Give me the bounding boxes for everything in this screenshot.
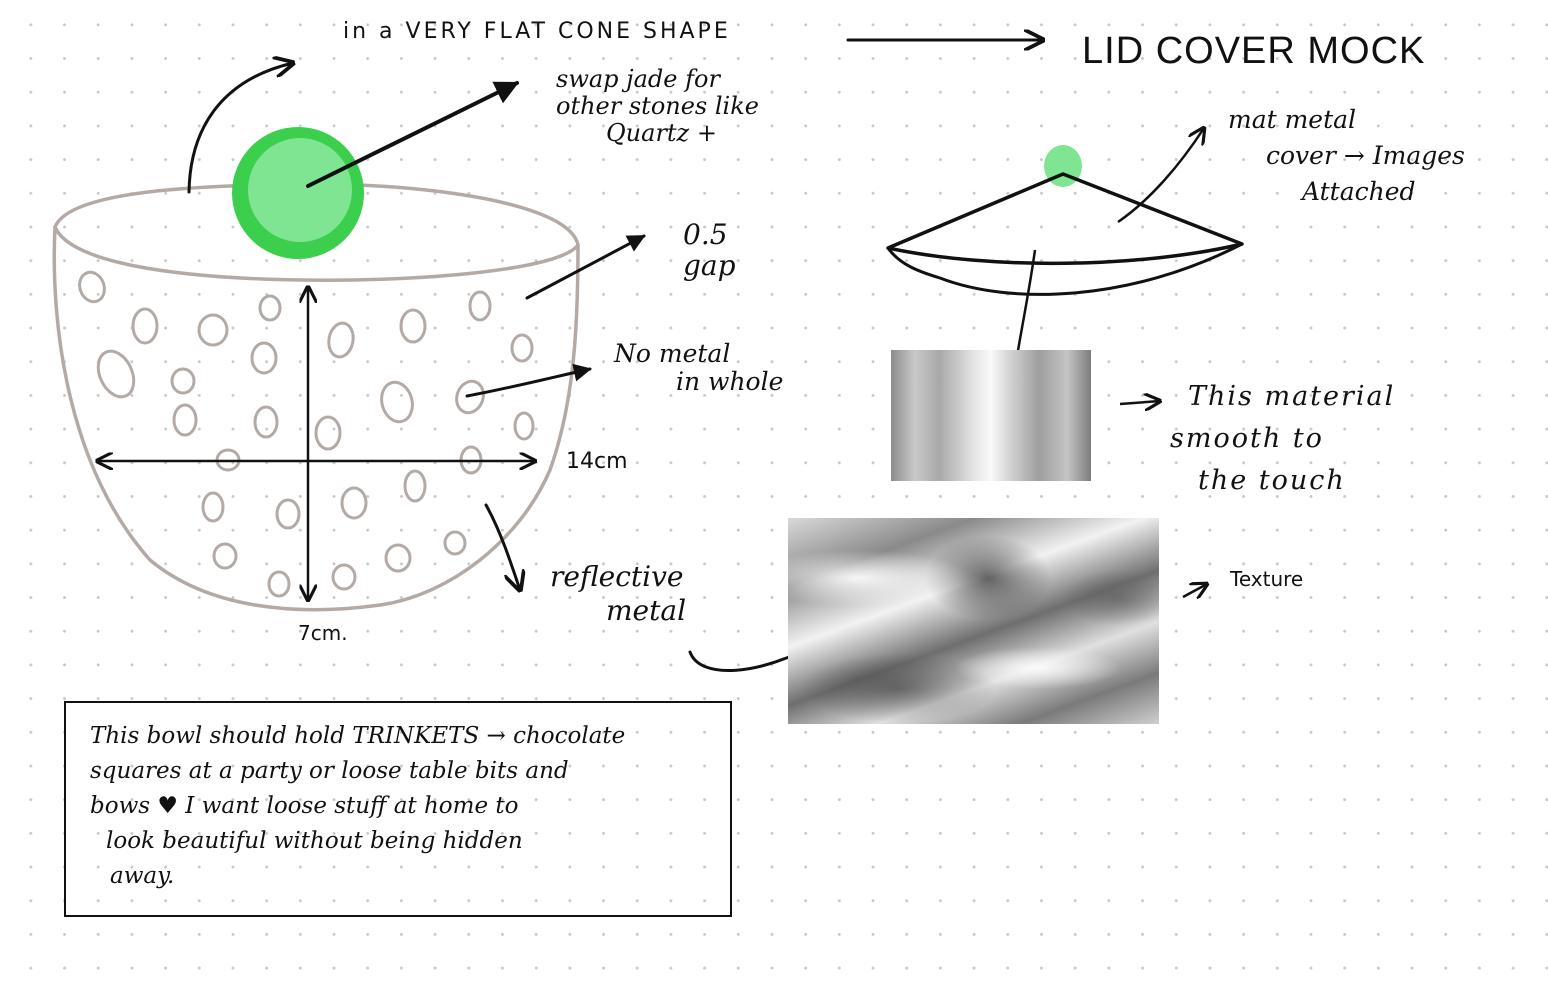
description-line: This bowl should hold TRINKETS → chocola… xyxy=(90,723,626,749)
arrow-mat-metal xyxy=(1117,128,1204,224)
note-reflective: reflective metal xyxy=(550,560,687,627)
note-no-metal: No metal in whole xyxy=(614,339,784,396)
dimension-lines xyxy=(97,287,535,600)
note-mat-metal: mat metal cover → Images Attached xyxy=(1228,105,1465,206)
arrow-material xyxy=(1119,401,1160,404)
crumpled-metal-texture-swatch xyxy=(788,518,1159,724)
arrow-gap xyxy=(525,234,646,300)
arrow-texture xyxy=(1182,584,1207,597)
arrow-no-metal xyxy=(465,363,592,398)
stone-inner xyxy=(248,138,352,242)
note-height-measure: 7cm. xyxy=(298,621,348,645)
description-line: look beautiful without being hidden xyxy=(106,828,523,854)
note-swap-stone: swap jade for other stones like Quartz + xyxy=(556,65,759,147)
bowl-sketch xyxy=(52,182,580,612)
bowl-holes xyxy=(78,270,535,598)
lid-rim xyxy=(886,242,1243,296)
note-material-smooth: This material smooth to the touch xyxy=(1170,381,1396,496)
lid-cover-sketch xyxy=(886,128,1244,597)
arrow-swap-stone xyxy=(306,81,520,188)
lid-cone xyxy=(886,172,1244,266)
smooth-metal-swatch xyxy=(891,350,1091,481)
bowl-body xyxy=(52,225,580,612)
arrow-cone-shape xyxy=(187,63,293,194)
description-box: This bowl should hold TRINKETS → chocola… xyxy=(64,701,732,917)
note-cone-shape: in a VERY FLAT CONE SHAPE xyxy=(343,19,731,44)
note-lid-title: LID COVER MOCK xyxy=(1082,30,1426,72)
note-width-measure: 14cm xyxy=(566,449,628,474)
description-line: away. xyxy=(110,863,175,889)
note-texture: Texture xyxy=(1230,567,1304,591)
arrow-reflective xyxy=(484,503,520,590)
description-line: bows ♥ I want loose stuff at home to xyxy=(90,793,519,819)
note-gap: 0.5 gap xyxy=(683,218,736,283)
green-stone xyxy=(232,127,364,259)
description-line: squares at a party or loose table bits a… xyxy=(90,758,569,784)
